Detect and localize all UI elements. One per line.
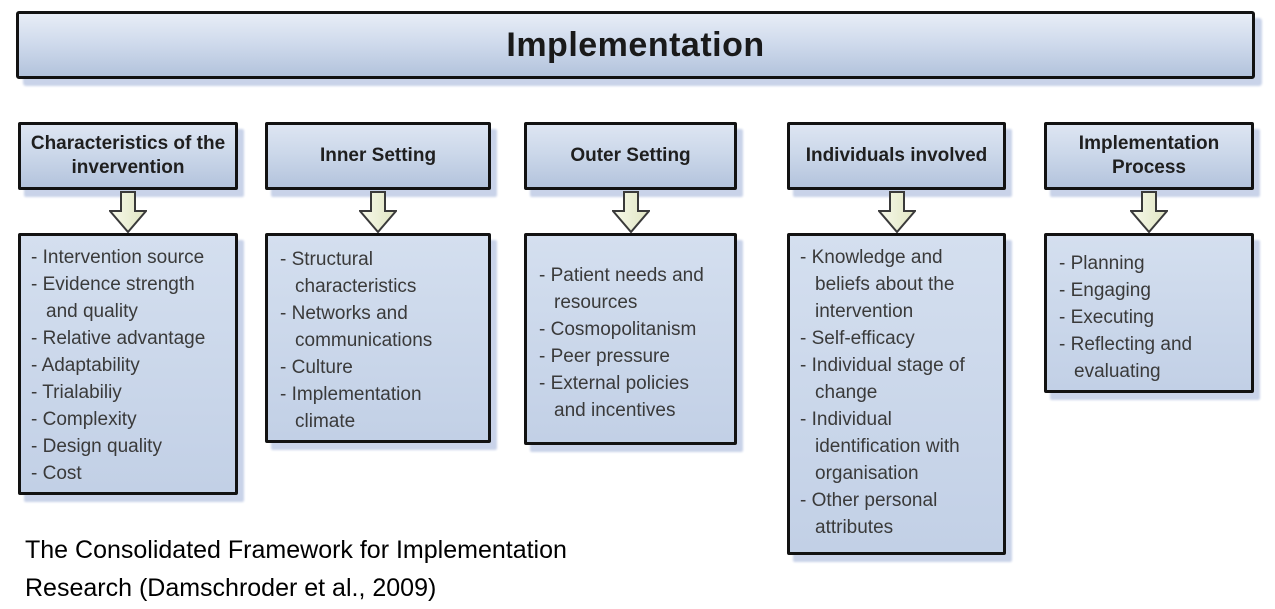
list-item: Design quality [31,433,219,460]
caption: The Consolidated Framework for Implement… [25,536,567,602]
column-header-label: Outer Setting [570,145,691,167]
column-list: Knowledge and beliefs about the interven… [787,233,1006,555]
column-header: Implementation Process [1044,122,1254,190]
list-item: Individual identification with organisat… [800,406,979,487]
column-inner-setting: Inner Setting Structural characteristics… [265,122,491,443]
list-item: Reflecting and evaluating [1059,331,1231,385]
column-list: Patient needs and resourcesCosmopolitani… [524,233,737,445]
list-item: Self-efficacy [800,325,979,352]
column-outer-setting: Outer Setting Patient needs and resource… [524,122,737,445]
down-arrow-icon [1044,190,1254,233]
column-list: PlanningEngagingExecutingReflecting and … [1044,233,1254,393]
down-arrow-icon [524,190,737,233]
list-item: Trialabiliy [31,379,219,406]
column-characteristics: Characteristics of the invervention Inte… [18,122,238,495]
list-item: Planning [1059,250,1231,277]
list-item: Structural characteristics [280,246,470,300]
column-header: Characteristics of the invervention [18,122,238,190]
column-header-label: Implementation Process [1078,133,1220,178]
column-process: Implementation Process PlanningEngagingE… [1044,122,1254,393]
list-item: Engaging [1059,277,1231,304]
column-header-label: Individuals involved [805,145,988,167]
column-header: Outer Setting [524,122,737,190]
down-arrow-icon [265,190,491,233]
list-item: Peer pressure [539,343,714,370]
list-item: Culture [280,354,470,381]
down-arrow-icon [787,190,1006,233]
list-item: Cost [31,460,219,487]
column-header: Individuals involved [787,122,1006,190]
down-arrow-icon [18,190,238,233]
list-item: Knowledge and beliefs about the interven… [800,244,979,325]
column-header-label: Inner Setting [319,145,437,167]
list-item: Implementation climate [280,381,470,435]
list-item: Evidence strength and quality [31,271,219,325]
list-item: Cosmopolitanism [539,316,714,343]
column-header-label: Characteristics of the invervention [30,133,226,178]
list-item: Complexity [31,406,219,433]
list-item: Networks and communications [280,300,470,354]
list-item: Adaptability [31,352,219,379]
list-item: Executing [1059,304,1231,331]
column-list: Intervention sourceEvidence strength and… [18,233,238,495]
column-header: Inner Setting [265,122,491,190]
banner-title: Implementation [506,25,765,64]
list-item: Other personal attributes [800,487,979,541]
list-item: Individual stage of change [800,352,979,406]
list-item: Intervention source [31,244,219,271]
list-item: Patient needs and resources [539,262,714,316]
list-item: External policies and incentives [539,370,714,424]
column-list: Structural characteristicsNetworks and c… [265,233,491,443]
list-item: Relative advantage [31,325,219,352]
column-individuals: Individuals involved Knowledge and belie… [787,122,1006,555]
implementation-banner: Implementation [16,11,1255,79]
